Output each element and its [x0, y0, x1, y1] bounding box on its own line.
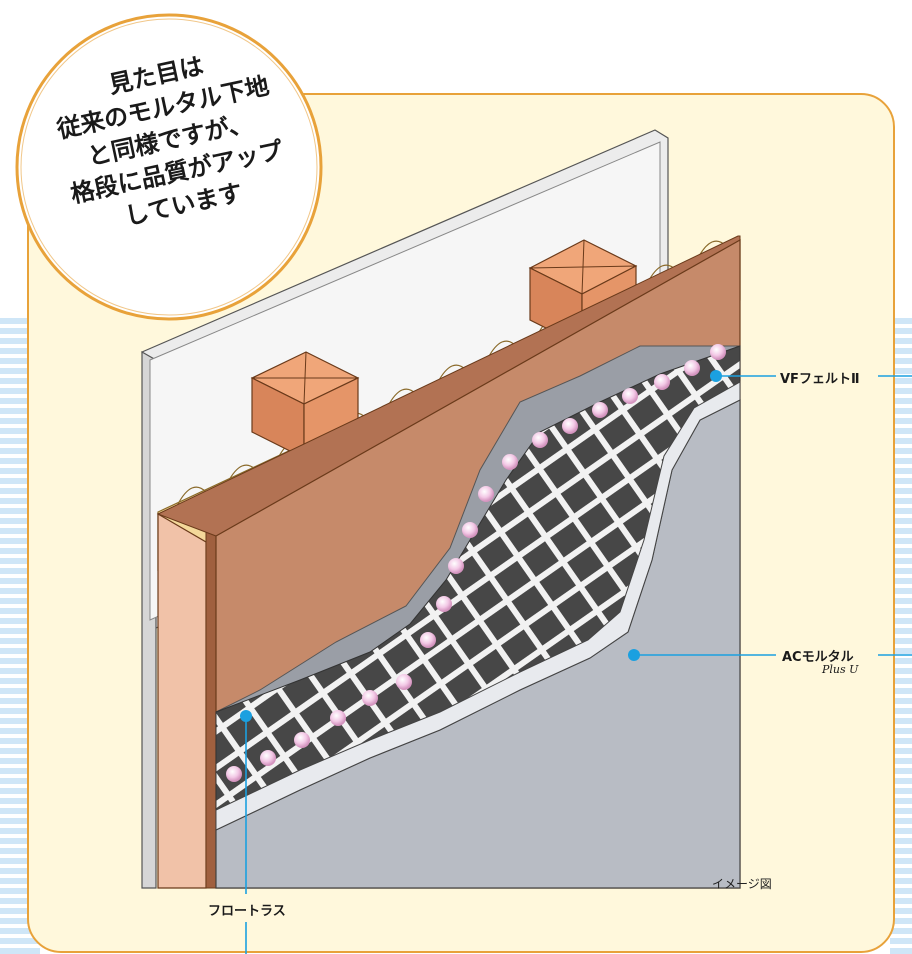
label-ac-mortar-sub: Plus U	[822, 663, 859, 676]
stripe-band-right	[890, 318, 912, 954]
anchor-beads	[226, 344, 726, 782]
ac-mortar-panel	[215, 381, 741, 889]
image-caption: イメージ図	[712, 877, 772, 891]
label-ac-mortar: ACモルタル	[782, 650, 854, 665]
badge-circle	[15, 13, 323, 321]
callout-badge: 見た目は 従来のモルタル下地 と同様ですが、 格段に品質がアップ しています	[10, 8, 328, 326]
label-float-truss: フロートラス	[208, 904, 286, 919]
leader-lines	[240, 370, 912, 954]
label-vf-felt: VFフェルトⅡ	[780, 372, 860, 387]
